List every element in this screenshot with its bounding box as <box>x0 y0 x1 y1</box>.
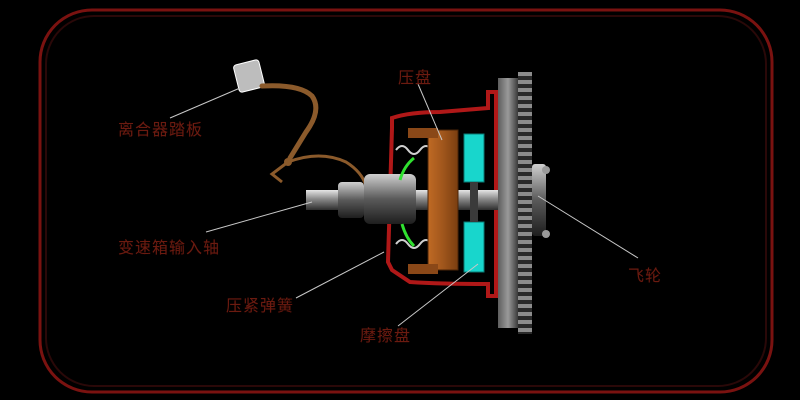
release-rod <box>287 154 368 187</box>
clutch-pedal <box>233 59 368 187</box>
label-flywheel: 飞轮 <box>628 266 663 285</box>
label-friction-disc: 摩擦盘 <box>360 326 412 345</box>
flywheel-bolt-bottom <box>542 230 550 238</box>
leader-pedal <box>169 87 241 119</box>
spring-arrow-upper <box>398 156 415 181</box>
friction-disc-upper <box>463 133 485 183</box>
release-bearing <box>338 182 364 218</box>
label-input-shaft: 变速箱输入轴 <box>118 238 221 257</box>
leader-flywheel <box>537 195 639 259</box>
pressure-plate-lip-top <box>408 128 438 138</box>
pressure-plate-lip-bottom <box>408 264 438 274</box>
clutch-cover <box>385 90 498 298</box>
leader-pressure-spring <box>295 251 385 299</box>
flywheel-teeth <box>518 72 532 334</box>
pedal-arm <box>259 83 319 161</box>
spring-arrow-lower <box>400 223 416 248</box>
label-clutch-pedal: 离合器踏板 <box>118 120 204 139</box>
leader-input-shaft <box>205 201 313 233</box>
flywheel-hub <box>532 164 546 236</box>
label-pressure-plate: 压盘 <box>398 68 433 87</box>
flywheel-body <box>498 78 518 328</box>
label-pressure-spring: 压紧弹簧 <box>226 296 295 315</box>
frame-inner <box>45 15 767 387</box>
flywheel-bolt-top <box>542 166 550 174</box>
pedal-pad <box>233 59 265 93</box>
friction-disc-web <box>470 182 478 222</box>
leader-pressure-plate <box>417 83 443 141</box>
clutch-hub <box>364 174 416 224</box>
pressure-plate <box>427 129 459 271</box>
frame-outer <box>38 8 774 394</box>
leader-friction-disc <box>397 263 479 327</box>
friction-disc-lower <box>463 221 485 273</box>
pedal-link <box>269 160 289 184</box>
leader-lines <box>169 83 639 327</box>
